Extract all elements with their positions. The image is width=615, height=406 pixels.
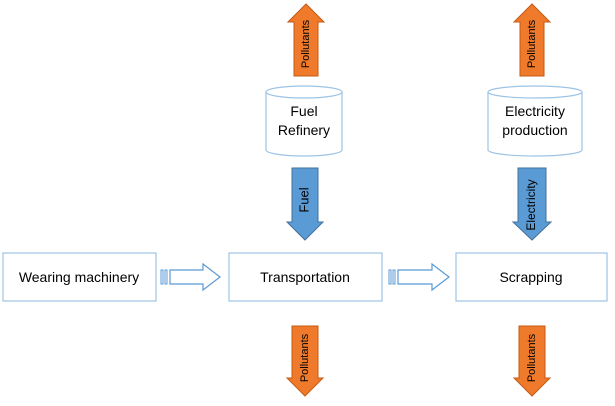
flow-arrow-stripe: [388, 269, 392, 285]
flow-arrow-body: [169, 262, 221, 292]
pollutants-label: Pollutants: [526, 333, 538, 382]
cylinder-top: [487, 85, 583, 99]
electricity-production-label-line2: production: [502, 122, 567, 138]
pollutants-arrow-shape: [286, 3, 326, 77]
fuel-refinery-label-line1: Fuel: [290, 103, 317, 119]
fuel-refinery-label-line2: Refinery: [278, 122, 330, 138]
wearing-machinery-label: Wearing machinery: [19, 269, 139, 285]
pollutants-arrow-shape: [285, 325, 325, 397]
flow-arrow-body: [397, 262, 450, 292]
fuel-arrow: Fuel: [285, 167, 325, 241]
process-box: [228, 252, 383, 302]
pollutants-label: Pollutants: [300, 19, 312, 68]
fuel-arrow-shape: [285, 167, 325, 241]
pollutants-label: Pollutants: [526, 19, 538, 68]
pollutants-arrow-shape: [512, 325, 552, 397]
process-box: [2, 252, 157, 302]
electricity-arrow-shape: [511, 167, 553, 241]
transportation-box: Transportation: [228, 252, 383, 302]
cylinder-body: [265, 92, 343, 157]
transportation-label: Transportation: [260, 269, 350, 285]
pollutants-arrow-transportation: Pollutants: [285, 325, 325, 397]
wearing-machinery-box: Wearing machinery: [2, 252, 157, 302]
electricity-production-cylinder: Electricity production: [487, 85, 583, 157]
electricity-arrow: Electricity: [511, 167, 553, 241]
electricity-production-label-line1: Electricity: [505, 103, 565, 119]
pollutants-arrow-shape: [512, 3, 552, 77]
electricity-label: Electricity: [524, 179, 538, 230]
fuel-refinery-cylinder: Fuel Refinery: [265, 85, 343, 157]
cylinder-top: [265, 85, 343, 99]
pollutants-arrow-scrapping: Pollutants: [512, 325, 552, 397]
pollutants-arrow-refinery: Pollutants: [286, 3, 326, 77]
scrapping-label: Scrapping: [499, 269, 562, 285]
pollutants-arrow-electricity: Pollutants: [512, 3, 552, 77]
flow-arrow-to-scrapping: [388, 262, 450, 292]
process-box: [455, 252, 608, 302]
flow-arrow-stripe: [164, 269, 168, 285]
fuel-label: Fuel: [296, 187, 311, 212]
flow-arrow-to-transportation: [160, 262, 221, 292]
flow-arrow-stripe: [160, 269, 164, 285]
pollutants-label: Pollutants: [299, 333, 311, 382]
scrapping-box: Scrapping: [455, 252, 608, 302]
cylinder-body: [487, 92, 583, 157]
flow-arrow-stripe: [392, 269, 396, 285]
